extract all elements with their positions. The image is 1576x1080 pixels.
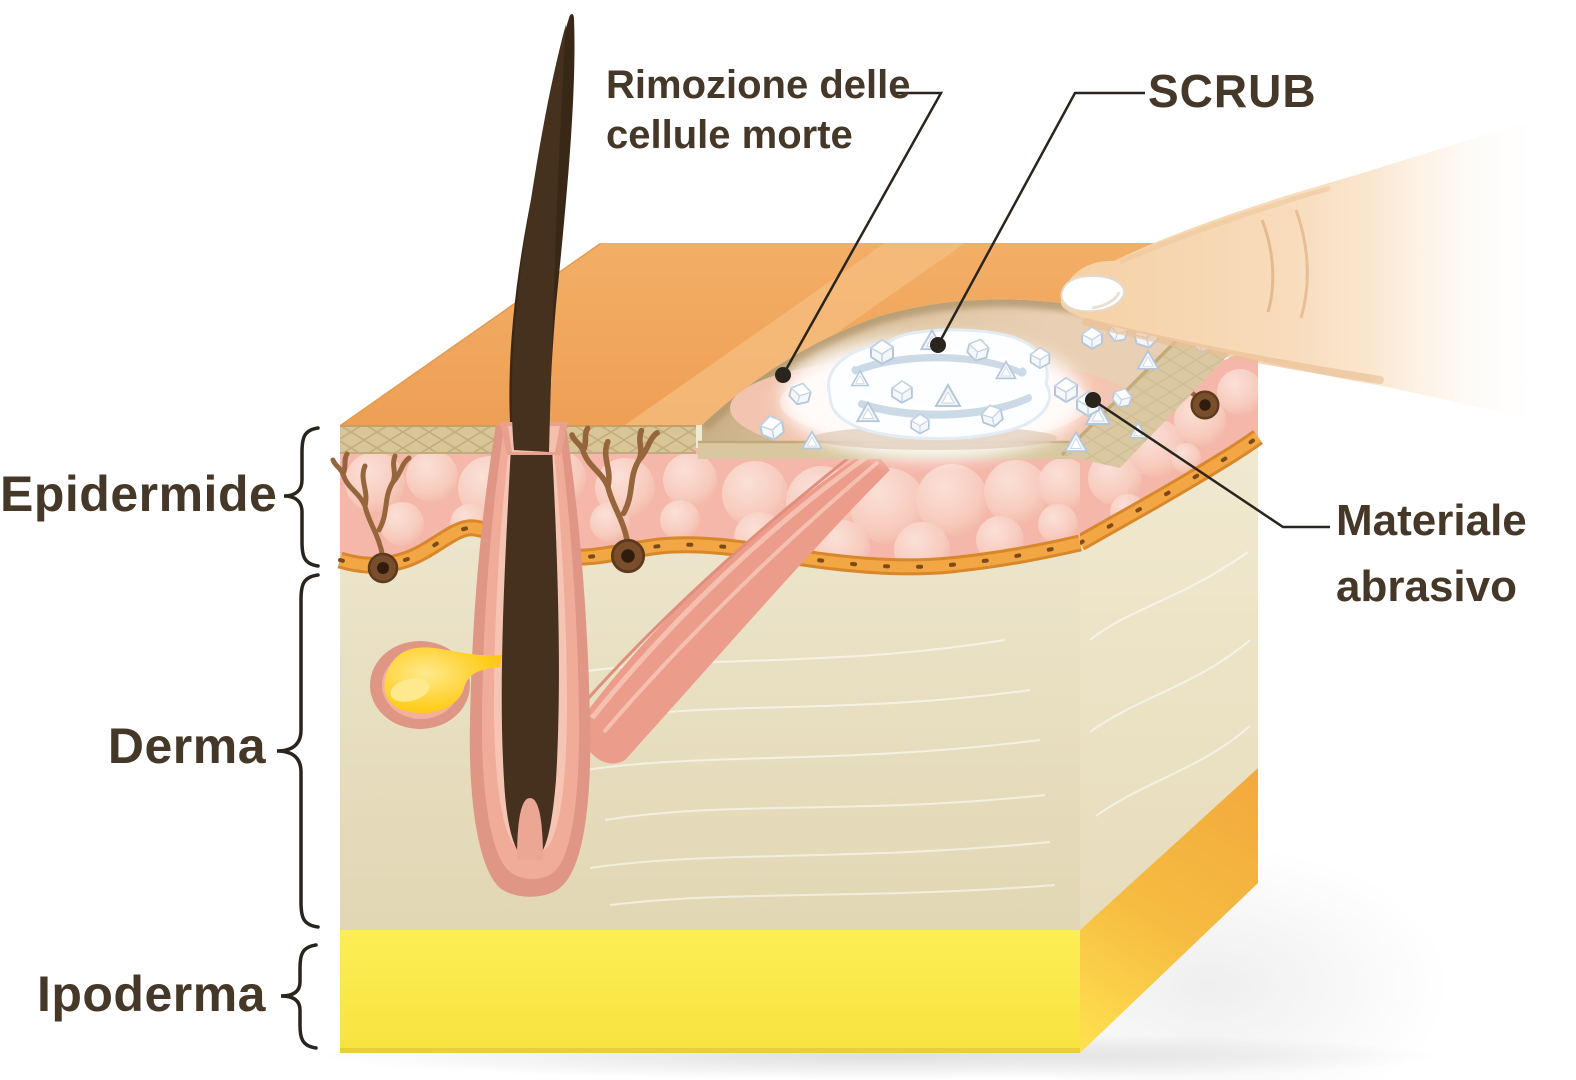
hair-follicle — [469, 425, 591, 897]
leader-lines — [781, 91, 1330, 529]
abrasive-line1: Materiale — [1336, 496, 1527, 545]
ipoderma-brace — [280, 943, 318, 1050]
epidermide-brace — [283, 426, 320, 568]
label-dead-cell-removal: Rimozione delle cellule morte — [606, 60, 911, 160]
scrub-leader-line — [936, 91, 1145, 346]
dead-cell-removal-line2: cellule morte — [606, 113, 853, 157]
block-front-face — [333, 425, 1090, 1053]
label-scrub: SCRUB — [1148, 65, 1317, 117]
dead-cell-removal-line1: Rimozione delle — [606, 63, 911, 107]
abrasive-line2: abrasivo — [1336, 562, 1517, 611]
layer-braces — [276, 426, 320, 1050]
sebaceous-gland — [370, 641, 502, 729]
label-epidermide: Epidermide — [0, 466, 278, 522]
hypodermis-right — [1080, 768, 1258, 1053]
hypodermis-front — [340, 930, 1080, 1053]
hair-root — [501, 428, 559, 860]
derma-brace — [276, 573, 320, 929]
top-face-highlight — [625, 243, 965, 425]
dead-cells-leader-line — [781, 91, 944, 376]
label-ipoderma: Ipoderma — [36, 966, 266, 1022]
knuckle-crease — [1294, 209, 1309, 319]
knuckle-crease — [1260, 219, 1275, 313]
finger — [1060, 55, 1576, 475]
fingernail — [1060, 274, 1126, 313]
hair-shaft — [500, 14, 575, 455]
label-derma: Derma — [107, 718, 266, 774]
label-abrasive-material: Materiale abrasivo — [1336, 488, 1527, 620]
block-right-face — [1080, 308, 1263, 1053]
arrector-pili-muscle — [577, 448, 890, 764]
abrasive-leader-line — [1092, 398, 1330, 529]
collagen-fibers-right — [1089, 551, 1251, 817]
dermal-papilla — [517, 798, 543, 860]
leader-dots — [775, 337, 1101, 408]
